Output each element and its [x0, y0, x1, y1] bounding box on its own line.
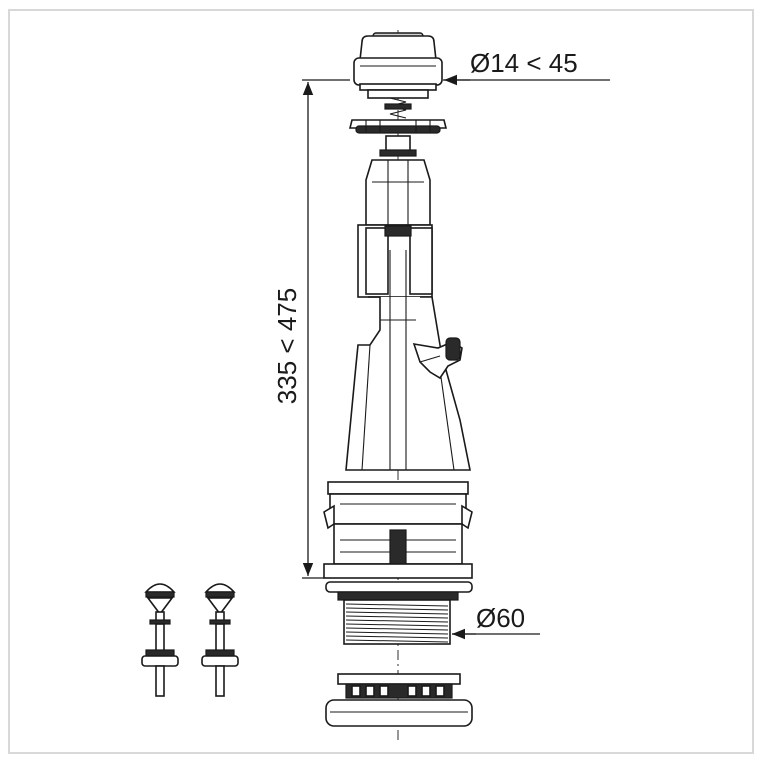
thread-line — [345, 627, 449, 631]
push-button — [353, 32, 443, 99]
thread-line — [345, 607, 449, 611]
base-cage — [323, 481, 473, 579]
thread-line — [345, 639, 449, 643]
base-diameter-dimension: Ø60 — [452, 603, 540, 640]
side-clip — [412, 337, 463, 380]
top-diameter-label: Ø14 < 45 — [470, 48, 578, 78]
base-diameter-label: Ø60 — [476, 603, 525, 633]
fixing-bolt-right — [201, 583, 239, 697]
body-cone — [345, 250, 471, 471]
thread-line — [345, 615, 449, 619]
flange-disc — [348, 119, 448, 134]
thread-line — [345, 623, 449, 627]
spring — [384, 97, 412, 119]
thread-line — [345, 611, 449, 615]
top-diameter-dimension: Ø14 < 45 — [443, 48, 610, 86]
telescopic-tube — [357, 135, 433, 298]
thread-line — [345, 603, 449, 607]
fixing-bolt-left — [141, 583, 179, 697]
thread-line — [345, 635, 449, 639]
height-dimension: 335 < 475 — [272, 79, 350, 579]
base-gasket — [325, 581, 473, 601]
threaded-shank — [343, 599, 451, 645]
lock-nut — [325, 673, 473, 727]
height-label: 335 < 475 — [272, 288, 302, 404]
thread-line — [345, 631, 449, 635]
thread-line — [345, 619, 449, 623]
